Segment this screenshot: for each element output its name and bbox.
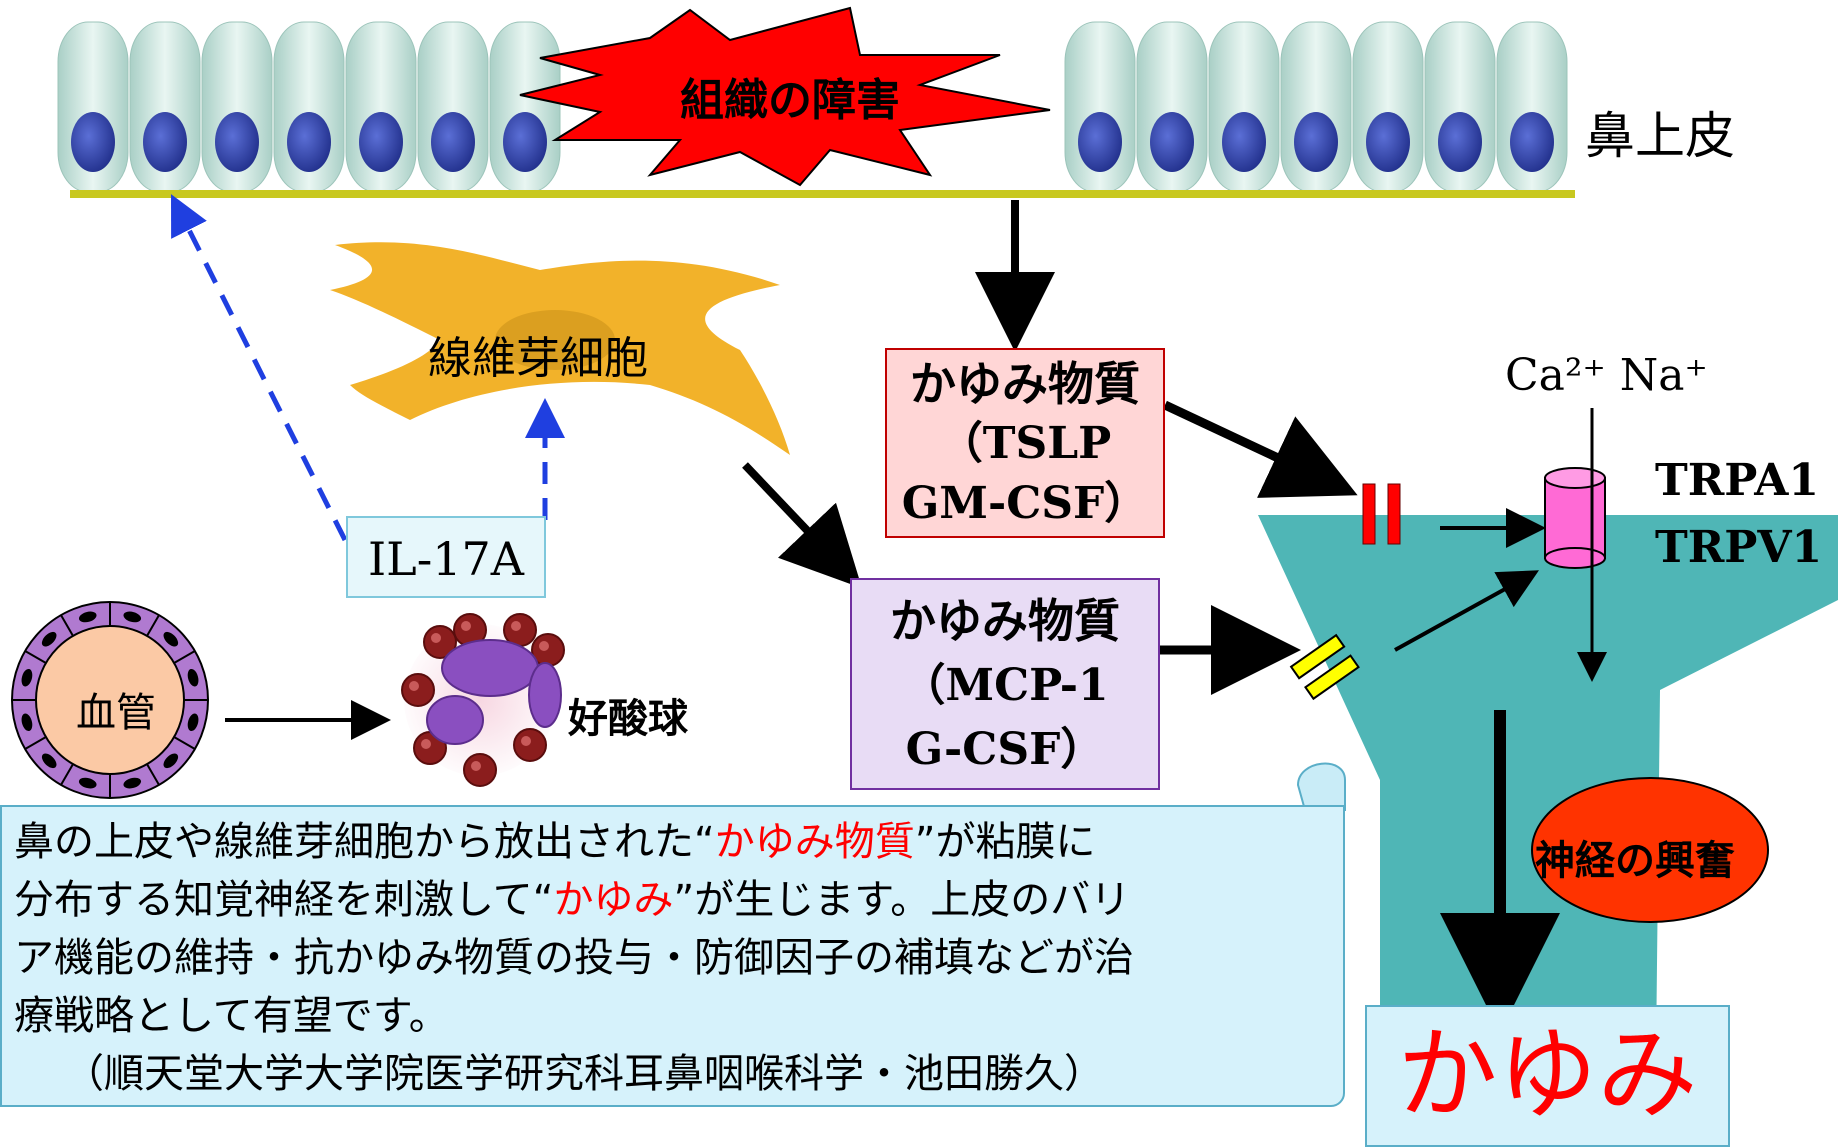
- arrow-itch1-to-receptor: [1163, 400, 1358, 498]
- epithelium-left: [57, 21, 561, 193]
- endothelial-nucleus: [41, 631, 57, 647]
- eosinophil-cell: [401, 613, 565, 787]
- arrow-fibroblast-to-itch-substance: [742, 462, 863, 589]
- endothelial-nucleus: [187, 713, 199, 732]
- itch-substance-1-line3: GM-CSF）: [901, 478, 1149, 529]
- il17a-box: IL-17A: [346, 516, 546, 598]
- epithelial-nucleus: [287, 112, 331, 172]
- epithelial-nucleus: [431, 112, 475, 172]
- tissue-injury-label: 組織の障害: [680, 75, 900, 126]
- endothelial-nucleus: [78, 611, 97, 623]
- blood-vessel-label: 血管: [76, 690, 156, 736]
- itch-substance-highlight: かゆみ物質: [714, 819, 915, 865]
- itch-label: かゆみ: [1397, 1016, 1698, 1133]
- eosinophil-granule: [463, 753, 497, 787]
- endothelial-nucleus: [21, 668, 33, 687]
- endothelial-nucleus: [41, 753, 57, 769]
- trp-channel: [1544, 467, 1606, 569]
- trpa1-label: TRPA1: [1655, 455, 1819, 506]
- eosinophil-granule: [423, 625, 457, 659]
- tissue-injury-burst: [519, 6, 1051, 187]
- epithelial-nucleus: [1294, 112, 1338, 172]
- itch-box: かゆみ: [1365, 1005, 1730, 1147]
- epithelial-nucleus: [1366, 112, 1410, 172]
- note-line-2: 分布する知覚神経を刺激して“かゆみ”が生じます。上皮のバリ: [14, 877, 1131, 923]
- itch-highlight: かゆみ: [553, 877, 674, 923]
- dashed-arrow-to-epithelium: [171, 194, 348, 542]
- endothelial-nucleus: [123, 777, 142, 789]
- itch-substance-2-line3: G-CSF）: [905, 724, 1105, 775]
- note-credit: （順天堂大学大学院医学研究科耳鼻咽喉科学・池田勝久）: [64, 1051, 1104, 1097]
- epithelial-nucleus: [215, 112, 259, 172]
- epithelial-nucleus: [143, 112, 187, 172]
- epithelial-nucleus: [1438, 112, 1482, 172]
- epithelial-nucleus: [1078, 112, 1122, 172]
- itch-substance-1-line2: （TSLP: [938, 418, 1112, 469]
- ion-label: Ca²⁺ Na⁺: [1505, 350, 1708, 401]
- itch-substance-box-2: かゆみ物質 （MCP-1 G-CSF）: [850, 578, 1160, 790]
- note-line-3: ア機能の維持・抗かゆみ物質の投与・防御因子の補填などが治: [14, 935, 1134, 981]
- explanation-note: 鼻の上皮や線維芽細胞から放出された“かゆみ物質”が粘膜に 分布する知覚神経を刺激…: [0, 805, 1345, 1107]
- endothelial-nucleus: [163, 631, 179, 647]
- nerve-excitation-label: 神経の興奮: [1535, 838, 1735, 884]
- blood-vessel: [11, 601, 209, 799]
- receptor-yellow: [1289, 633, 1360, 701]
- fibroblast-label: 線維芽細胞: [428, 333, 648, 384]
- il17a-label: IL-17A: [367, 532, 524, 586]
- nasal-epithelium-label: 鼻上皮: [1585, 107, 1735, 165]
- endothelial-nucleus: [21, 713, 33, 732]
- trpv1-label: TRPV1: [1655, 522, 1823, 573]
- itch-substance-2-line2: （MCP-1: [901, 660, 1109, 711]
- eosinophil-granule: [513, 728, 547, 762]
- epithelial-nucleus: [1150, 112, 1194, 172]
- fibroblast-nucleus: [495, 310, 615, 370]
- epithelial-nucleus: [1510, 112, 1554, 172]
- endothelial-nucleus: [187, 668, 199, 687]
- eosinophil-label: 好酸球: [568, 696, 688, 742]
- epithelium-right: [1064, 21, 1568, 193]
- endothelial-nucleus: [123, 611, 142, 623]
- itch-substance-2-title: かゆみ物質: [890, 594, 1120, 648]
- basement-membrane: [70, 190, 1575, 198]
- epithelial-nucleus: [359, 112, 403, 172]
- itch-substance-1-title: かゆみ物質: [910, 357, 1140, 411]
- epithelial-nucleus: [503, 112, 547, 172]
- nerve-excitation-oval: [1531, 777, 1769, 923]
- endothelial-nucleus: [163, 753, 179, 769]
- receptor-red: [1362, 483, 1401, 545]
- note-line-4: 療戦略として有望です。: [14, 993, 449, 1039]
- epithelial-nucleus: [71, 112, 115, 172]
- arrow-receptor2-to-channel: [1394, 570, 1539, 652]
- epithelial-nucleus: [1222, 112, 1266, 172]
- note-corner-curl: [1296, 762, 1346, 811]
- endothelial-nucleus: [78, 777, 97, 789]
- eosinophil-granule: [401, 673, 435, 707]
- itch-substance-box-1: かゆみ物質 （TSLP GM-CSF）: [885, 348, 1165, 538]
- note-line-1: 鼻の上皮や線維芽細胞から放出された“かゆみ物質”が粘膜に: [14, 819, 1096, 865]
